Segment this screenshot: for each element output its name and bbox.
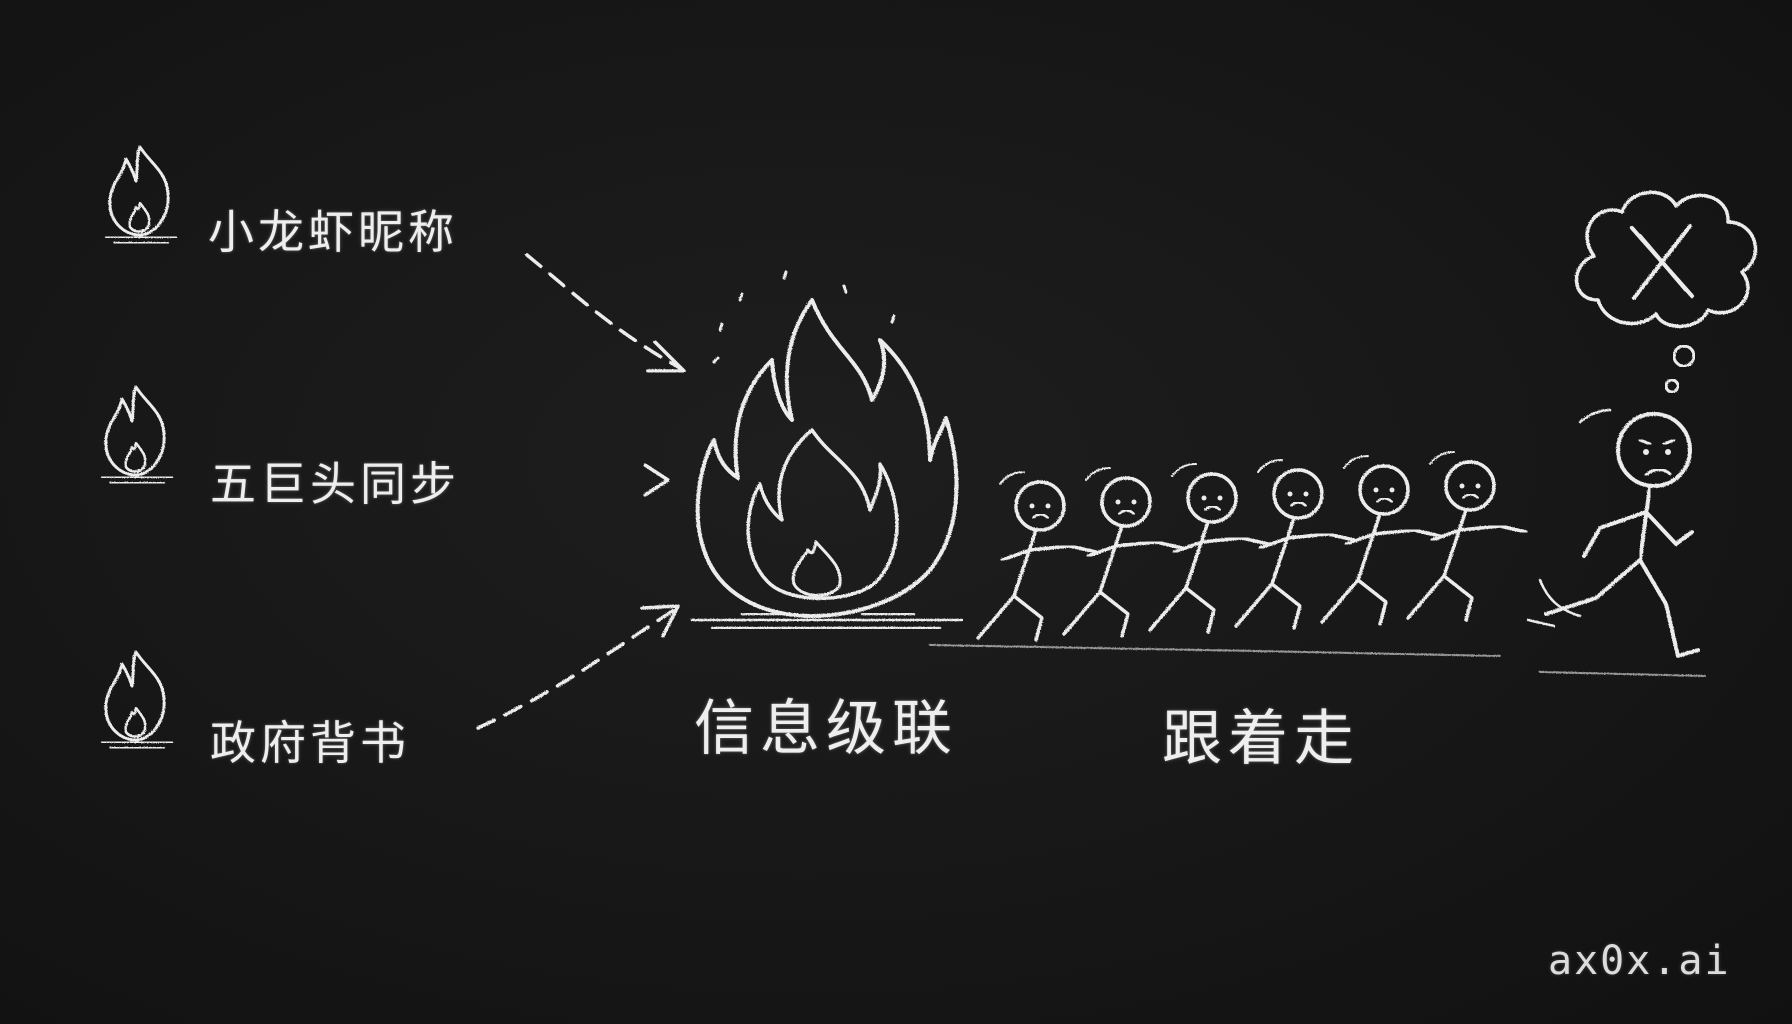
stick-figure-icon [976,471,1098,642]
thought-cloud-x-icon [1574,190,1758,394]
stick-figure-icon [1234,459,1356,630]
stick-figure-icon [1320,455,1442,626]
source-label-3: 政府背书 [210,716,410,770]
arrow-source-1 [525,253,686,373]
source-label-1: 小龙虾昵称 [208,205,458,259]
watermark: ax0x.ai [1548,938,1731,984]
stick-figure-icon [1148,463,1270,634]
arrow-source-3 [476,604,680,730]
source-flame-icon-2 [101,385,173,484]
arrow-source-2 [508,463,670,497]
center-label: 信息级联 [694,694,958,764]
stick-figure-icon [1406,451,1528,622]
source-flame-icon-3 [101,650,173,749]
bonfire-icon [690,270,964,630]
followers-group [976,451,1528,642]
followers-label: 跟着走 [1162,704,1360,774]
stick-figure-icon [1062,467,1184,638]
running-stick-figure-icon [1526,408,1700,658]
source-flame-icon-1 [105,145,177,244]
source-label-2: 五巨头同步 [210,457,460,511]
